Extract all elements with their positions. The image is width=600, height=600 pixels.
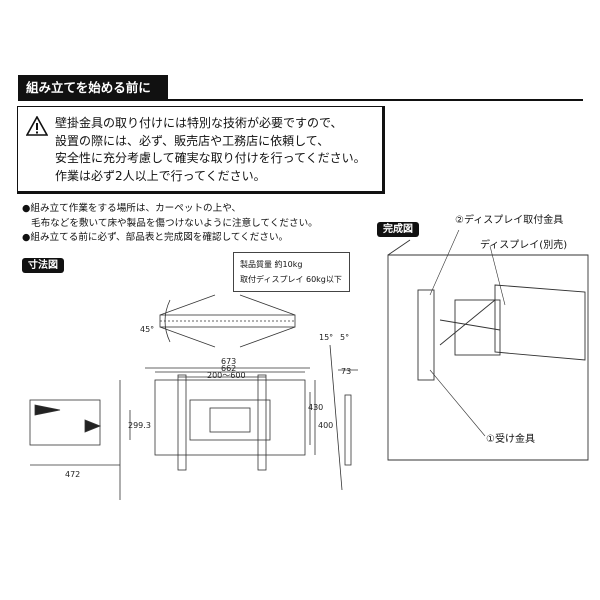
warning-text: 壁掛金具の取り付けには特別な技術が必要ですので、 設置の際には、必ず、販売店や工… bbox=[55, 115, 366, 185]
spec-weight: 製品質量 約10kg bbox=[240, 260, 303, 269]
dim-height-range: 400 bbox=[318, 421, 333, 430]
dim-arm-extend: 472 bbox=[65, 470, 80, 479]
dim-depth-min: 73 bbox=[341, 367, 351, 376]
dim-height-total: 430 bbox=[308, 403, 323, 412]
dim-width-range: 200～600 bbox=[207, 371, 246, 380]
dim-tilt-angle-a: 15° bbox=[319, 333, 333, 342]
dim-tilt-top: 45° bbox=[140, 325, 154, 334]
warning-icon bbox=[26, 116, 48, 136]
warning-line: 安全性に充分考慮して確実な取り付けを行ってください。 bbox=[55, 151, 366, 165]
callout-display: ディスプレイ(別売) bbox=[480, 240, 568, 251]
assembly-illustration bbox=[387, 230, 589, 461]
callout-display-bracket: ②ディスプレイ取付金具 bbox=[455, 215, 564, 226]
title-underline bbox=[18, 99, 583, 101]
dim-arm-depth: 299.3 bbox=[128, 421, 151, 430]
dimension-drawing: 45° 673 662 200～600 430 400 73 299.3 472… bbox=[29, 294, 358, 500]
note-item: ●組み立て作業をする場所は、カーペットの上や、 bbox=[22, 203, 242, 214]
warning-line: 作業は必ず2人以上で行ってください。 bbox=[55, 168, 266, 183]
warning-line: 壁掛金具の取り付けには特別な技術が必要ですので、 bbox=[55, 116, 343, 130]
callout-wall-bracket: ①受け金具 bbox=[486, 434, 535, 445]
dim-width-bracket: 662 bbox=[221, 364, 236, 373]
dim-width-total: 673 bbox=[221, 357, 236, 366]
spec-box: 製品質量 約10kg 取付ディスプレイ 60kg以下 bbox=[233, 252, 350, 292]
complete-section-label: 完成図 bbox=[377, 222, 419, 237]
section-title-before-assembly: 組み立てを始める前に bbox=[18, 75, 168, 101]
dimension-section-label: 寸法図 bbox=[22, 258, 64, 273]
warning-box bbox=[17, 106, 385, 194]
note-item: ●組み立てる前に必ず、部品表と完成図を確認してください。 bbox=[22, 232, 289, 243]
dim-tilt-angle-b: 5° bbox=[340, 333, 349, 342]
note-item: 毛布などを敷いて床や製品を傷つけないように注意してください。 bbox=[31, 217, 318, 229]
warning-line: 設置の際には、必ず、販売店や工務店に依頼して、 bbox=[55, 133, 330, 148]
spec-load: 取付ディスプレイ 60kg以下 bbox=[240, 275, 342, 284]
notes-list: ●組み立て作業をする場所は、カーペットの上や、 毛布などを敷いて床や製品を傷つけ… bbox=[22, 202, 318, 246]
